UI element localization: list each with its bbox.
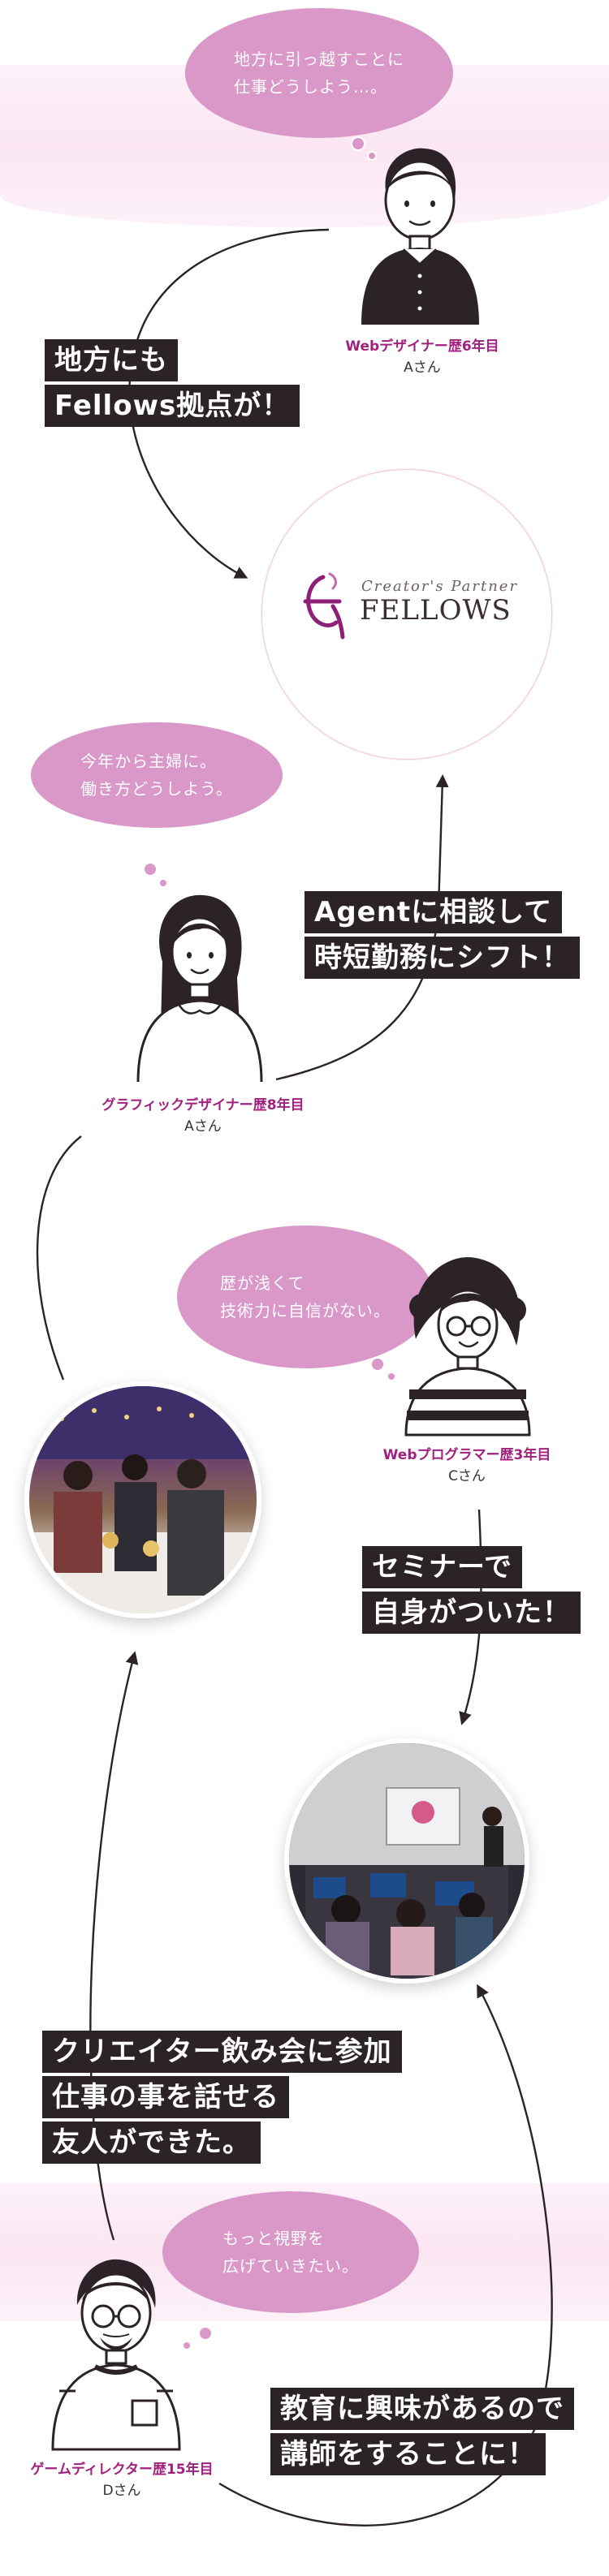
bubble-2-text: 今年から主婦に。 働き方どうしよう。 [80,752,233,799]
story-4-label-line-1: クリエイター飲み会に参加 [42,2031,402,2073]
story-2-label-line-1: Agentに相談して [304,891,563,933]
bubble-5-tail-dot [198,2326,213,2341]
party-photo-scene [29,1386,257,1613]
person-c-woman-glasses-illustration [404,1256,531,1437]
person-d-caption: ゲームディレクター歴15年目 Dさん [12,2459,231,2501]
logo-name: FELLOWS [360,594,512,627]
person-b-woman-illustration [136,894,263,1083]
speech-bubble-1: 地方に引っ越すことに 仕事どうしよう…。 [185,8,453,138]
person-c-caption: Webプログラマー歴3年目 Cさん [357,1445,577,1487]
bubble-5-tail-dot-small [182,2341,192,2350]
arrow-5 [89,1651,139,2241]
story-5-label-line-1: 教育に興味があるので [270,2388,574,2430]
story-5-label: 教育に興味があるので 講師をすることに！ [270,2388,574,2475]
creator-party-photo [24,1381,261,1618]
fellows-mark-icon [303,572,345,640]
story-3-label-line-1: セミナーで [362,1546,522,1588]
bubble-1-text: 地方に引っ越すことに 仕事どうしよう…。 [234,50,404,97]
story-4-label-line-3: 友人ができた。 [42,2122,261,2164]
story-3-label: セミナーで 自身がついた！ [362,1546,581,1634]
speech-bubble-3: 歴が浅くて 技術力に自信がない。 [177,1226,434,1368]
person-a-name: Aさん [404,360,441,376]
person-a-man-illustration [361,148,479,325]
story-5-label-line-2: 講師をすることに！ [270,2433,546,2475]
person-a-role: Webデザイナー歴6年目 [345,338,499,355]
person-b-caption: グラフィックデザイナー歴8年目 Aさん [65,1095,341,1137]
bubble-3-text: 歴が浅くて 技術力に自信がない。 [220,1273,391,1320]
person-c-name: Cさん [448,1468,486,1484]
bubble-2-tail-dot [143,862,158,877]
story-1-label-line-2: Fellows拠点が！ [45,385,300,427]
bubble-1-tail-dot-small [367,151,377,161]
person-d-man-glasses-illustration [51,2259,181,2451]
speech-bubble-2: 今年から主婦に。 働き方どうしよう。 [31,722,283,828]
speech-bubble-5: もっと視野を 広げていきたい。 [162,2191,419,2313]
bubble-1-tail-dot [351,136,365,151]
bubble-3-tail-dot-small [387,1372,396,1381]
person-d-name: Dさん [102,2483,141,2499]
seminar-photo-scene [289,1743,525,1979]
seminar-photo [284,1738,529,1984]
arrow-2 [275,774,449,1081]
person-c-role: Webプログラマー歴3年目 [382,1447,551,1463]
person-d-role: ゲームディレクター歴15年目 [30,2462,214,2478]
arrow-3 [36,1135,82,1381]
bubble-2-tail-dot-small [158,878,168,888]
story-1-label: 地方にも Fellows拠点が！ [45,339,300,427]
logo-tagline: Creator's Partner [361,578,519,595]
story-3-label-line-2: 自身がついた！ [362,1592,581,1634]
person-b-name: Aさん [184,1118,222,1135]
bubble-5-text: もっと視野を 広げていきたい。 [222,2229,359,2276]
story-2-label-line-2: 時短勤務にシフト！ [304,937,580,979]
story-2-label: Agentに相談して 時短勤務にシフト！ [304,891,580,979]
story-4-label: クリエイター飲み会に参加 仕事の事を話せる 友人ができた。 [42,2031,402,2164]
person-b-role: グラフィックデザイナー歴8年目 [102,1097,304,1114]
story-4-label-line-2: 仕事の事を話せる [42,2076,289,2118]
person-a-caption: Webデザイナー歴6年目 Aさん [304,336,540,378]
story-1-label-line-1: 地方にも [45,339,178,381]
bubble-3-tail-dot [370,1357,385,1372]
